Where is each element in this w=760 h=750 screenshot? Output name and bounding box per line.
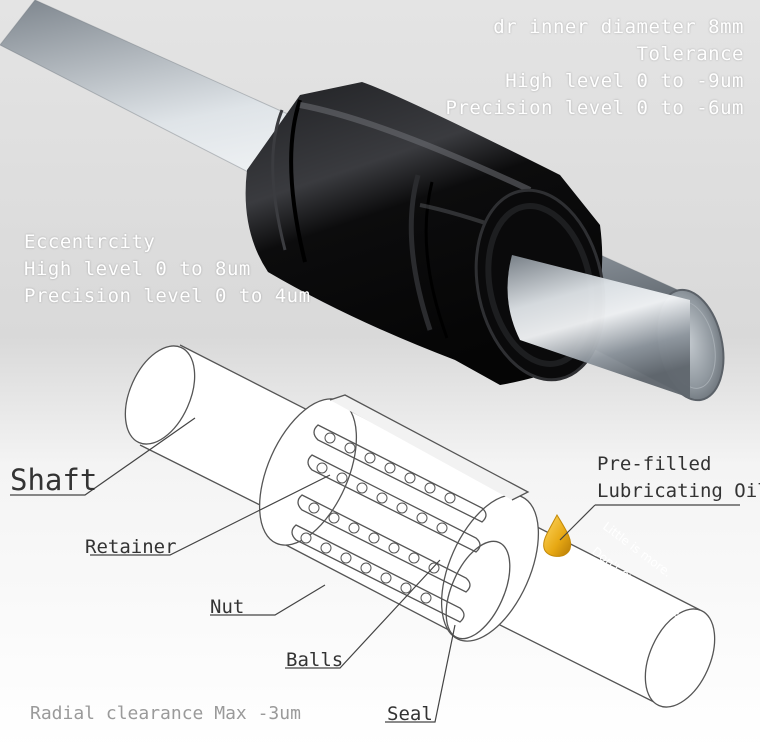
diagram-bearing (124, 344, 716, 708)
inner-diameter-text: dr inner diameter 8mm (493, 16, 744, 38)
label-retainer: Retainer (85, 536, 177, 558)
label-nut: Nut (210, 596, 245, 618)
diagram-housing-end (440, 494, 540, 642)
tolerance-high: High level 0 to -9um (505, 70, 744, 92)
diagram-shaft-start (124, 345, 196, 445)
diagram-seal (445, 540, 511, 640)
eccentricity-high: High level 0 to 8um (24, 258, 251, 280)
photo-bearing (0, 0, 725, 402)
eccentricity-title: Eccentrcity (24, 231, 156, 253)
label-balls: Balls (286, 649, 344, 671)
tolerance-title: Tolerance (636, 43, 744, 65)
label-oil-line2: Lubricating Oil (597, 480, 760, 502)
label-seal: Seal (387, 703, 433, 725)
retainer-tracks (291, 424, 487, 623)
oil-drop-icon (543, 513, 572, 557)
label-oil-line1: Pre-filled (597, 453, 712, 475)
radial-clearance-text: Radial clearance Max -3um (30, 703, 301, 724)
leader-lines (10, 417, 740, 723)
label-shaft: Shaft (10, 463, 98, 497)
diagram-balls (300, 432, 456, 604)
tolerance-precision: Precision level 0 to -6um (445, 97, 744, 119)
diagram-shaft-end (644, 608, 716, 708)
eccentricity-precision: Precision level 0 to 4um (24, 285, 311, 307)
